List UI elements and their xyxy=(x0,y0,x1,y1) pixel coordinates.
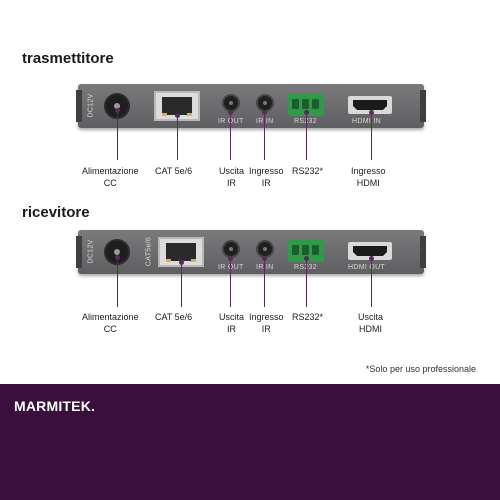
callout-line xyxy=(264,114,265,160)
professional-use-note: *Solo per uso professionale xyxy=(365,364,476,374)
hdmi-port xyxy=(348,242,392,260)
callout-dot xyxy=(115,255,120,260)
callout-line xyxy=(306,260,307,307)
device-end-left xyxy=(76,90,82,122)
callout-line xyxy=(371,114,372,160)
hdmi-port xyxy=(348,96,392,114)
receiver-title: ricevitore xyxy=(22,204,90,221)
callout-line xyxy=(264,260,265,307)
rs232-terminal xyxy=(288,94,324,116)
cat-port-label: CAT5e/6 xyxy=(145,236,153,267)
transmitter-title: trasmettitore xyxy=(22,50,114,67)
label-cat: CAT 5e/6 xyxy=(155,166,193,176)
callout-dot xyxy=(228,256,233,261)
rs232-port-label: RS232 xyxy=(294,264,317,271)
brand-logo: MARMITEK. xyxy=(14,398,96,414)
callout-dot xyxy=(369,110,374,115)
device-end-right xyxy=(420,236,426,268)
callout-line xyxy=(117,112,118,160)
label-cat: CAT 5e/6 xyxy=(155,312,193,322)
brand-footer xyxy=(0,384,500,500)
label-rs232: RS232* xyxy=(292,312,324,322)
callout-dot xyxy=(228,110,233,115)
callout-line xyxy=(177,117,178,160)
rs232-port-label: RS232 xyxy=(294,118,317,125)
device-end-left xyxy=(76,236,82,268)
rs232-terminal xyxy=(288,240,324,262)
callout-line xyxy=(117,259,118,307)
label-rs232: RS232* xyxy=(292,166,324,176)
callout-dot xyxy=(179,260,184,265)
callout-line xyxy=(230,114,231,160)
callout-dot xyxy=(304,110,309,115)
callout-dot xyxy=(262,256,267,261)
callout-dot xyxy=(175,113,180,118)
callout-line xyxy=(230,260,231,307)
callout-line xyxy=(371,260,372,307)
hdmi-port-label: HDMI IN xyxy=(352,118,381,125)
hdmi-port-label: HDMI OUT xyxy=(348,264,386,271)
callout-dot xyxy=(304,256,309,261)
callout-dot xyxy=(262,110,267,115)
callout-dot xyxy=(369,256,374,261)
callout-line xyxy=(306,114,307,160)
device-end-right xyxy=(420,90,426,122)
transmitter-device: DC12V IR OUT IR IN RS232 HDMI IN xyxy=(76,84,426,128)
callout-line xyxy=(181,264,182,307)
callout-dot xyxy=(115,108,120,113)
dc-port-label: DC12V xyxy=(87,239,95,264)
dc-port-label: DC12V xyxy=(87,93,95,118)
receiver-device: DC12V CAT5e/6 IR OUT IR IN RS232 HDMI OU… xyxy=(76,230,426,274)
